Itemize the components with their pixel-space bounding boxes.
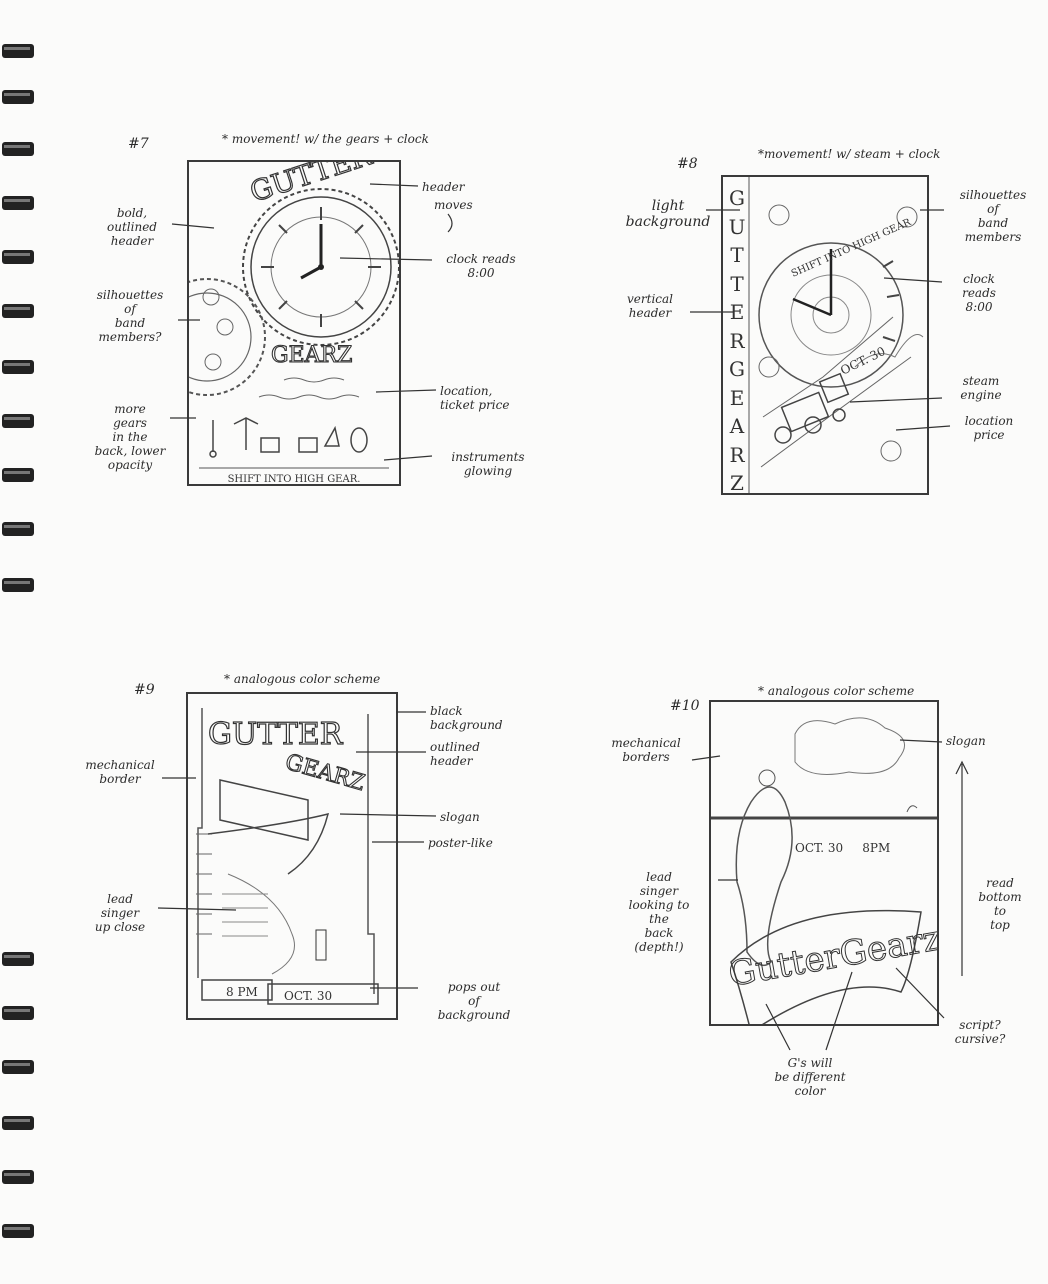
label-instruments: instruments glowing [451, 450, 525, 478]
label-silhouettes-7: silhouettes of band members? [96, 288, 164, 344]
label-slogan-9: slogan [440, 810, 480, 824]
label-location-8: location price [964, 414, 1014, 442]
spiral-ring [0, 948, 38, 970]
sketch-10-date-time: OCT. 30 8PM [795, 841, 890, 855]
label-read-bottom: read bottom to top [978, 876, 1022, 932]
label-gs-color: G's will be different color [774, 1056, 846, 1098]
label-header: header [422, 180, 465, 194]
label-slogan-10: slogan [946, 734, 986, 748]
spiral-ring [0, 192, 38, 214]
label-lead-singer-9: lead singer up close [94, 892, 146, 934]
label-clock-8: clock reads 8:00 [962, 272, 996, 314]
spiral-ring [0, 138, 38, 160]
sketch-10-poster: OCT. 30 8PM GutterGearz [709, 700, 944, 1034]
sketch-8-note: *movement! w/ steam + clock [758, 147, 941, 161]
sketch-9-title-top: GUTTER [208, 717, 344, 752]
sketch-7-footer: SHIFT INTO HIGH GEAR. [228, 474, 361, 484]
label-more-gears: more gears in the back, lower opacity [94, 402, 166, 472]
sketch-7-note: * movement! w/ the gears + clock [222, 132, 429, 146]
label-clock-7: clock reads 8:00 [446, 252, 516, 280]
label-moves: moves [434, 198, 473, 212]
sketch-8-poster: OCT. 30 SHIFT INTO HIGH GEAR [721, 175, 929, 495]
spiral-ring [0, 574, 38, 596]
label-silhouettes-8: silhouettes of band members [959, 188, 1027, 244]
spiral-ring [0, 356, 38, 378]
label-mech-borders: mechanical borders [611, 736, 681, 764]
spiral-ring [0, 40, 38, 62]
spiral-ring [0, 410, 38, 432]
spiral-ring [0, 464, 38, 486]
spiral-ring [0, 1056, 38, 1078]
label-bold-header: bold, outlined header [107, 206, 157, 248]
label-light-bg: light background [625, 198, 711, 230]
label-vertical-header: vertical header [627, 292, 673, 320]
sketch-10-number: #10 [670, 698, 700, 714]
sketch-9-number: #9 [134, 682, 155, 698]
sketch-9-note: * analogous color scheme [224, 672, 381, 686]
sketch-9-poster: 8 PM OCT. 30 GUTTER GEARZ [186, 692, 398, 1020]
label-outlined-header: outlined header [430, 740, 480, 768]
label-script: script? cursive? [954, 1018, 1006, 1046]
spiral-ring [0, 1002, 38, 1024]
label-black-bg: black background [430, 704, 503, 732]
label-mech-border: mechanical border [85, 758, 155, 786]
label-steam: steam engine [960, 374, 1002, 402]
clock-numerals-7 [261, 207, 381, 327]
spiral-ring [0, 1220, 38, 1242]
sketch-9-date: OCT. 30 [284, 989, 332, 1003]
spiral-ring [0, 518, 38, 540]
label-lead-singer-10: lead singer looking to the back (depth!) [628, 870, 690, 954]
spiral-ring [0, 300, 38, 322]
sketch-9-time: 8 PM [226, 985, 258, 999]
label-location-7: location, ticket price [440, 384, 510, 412]
spiral-ring [0, 1112, 38, 1134]
sketch-7-number: #7 [128, 136, 149, 152]
spiral-ring [0, 86, 38, 108]
spiral-ring [0, 1166, 38, 1188]
sketch-10-note: * analogous color scheme [758, 684, 915, 698]
spiral-ring [0, 246, 38, 268]
label-pops-out: pops out of background [437, 980, 511, 1022]
sketch-8-number: #8 [677, 156, 698, 172]
label-poster-like: poster-like [428, 836, 493, 850]
sketch-7-title-bottom: GEARZ [271, 343, 352, 368]
sketch-8-vertical-title: GUTTERGEARZ [728, 186, 746, 495]
